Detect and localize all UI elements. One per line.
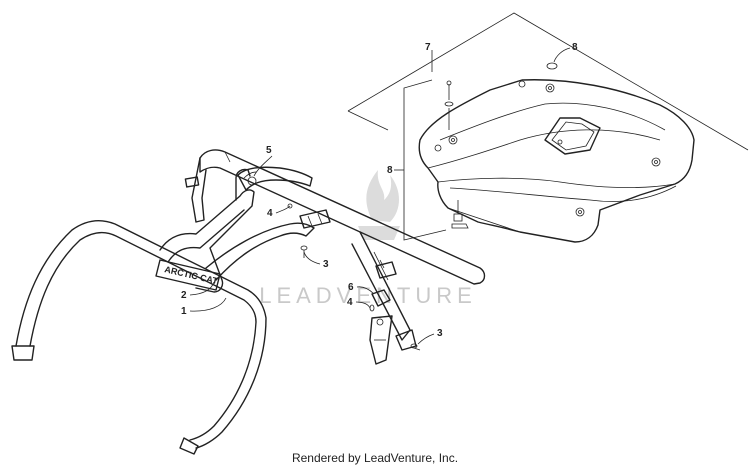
- callout-1: 1: [181, 297, 227, 317]
- watermark-text: LEADVENTURE: [259, 283, 477, 308]
- callout-2: 2: [181, 281, 215, 301]
- svg-text:8: 8: [572, 42, 578, 53]
- svg-text:2: 2: [181, 290, 187, 301]
- callout-bracket-8: [394, 79, 447, 241]
- callout-3-upper: 3: [303, 251, 329, 270]
- svg-text:5: 5: [266, 145, 272, 156]
- svg-text:3: 3: [437, 328, 443, 339]
- svg-text:3: 3: [323, 259, 329, 270]
- callout-8-side: 8: [387, 165, 393, 176]
- callout-8-top: 8: [553, 42, 578, 63]
- svg-text:4: 4: [347, 297, 353, 308]
- roof-hardware-stack: [444, 80, 469, 229]
- callout-3-lower: 3: [417, 328, 443, 345]
- plug-cap: [546, 62, 558, 70]
- callout-5: 5: [253, 145, 273, 177]
- svg-text:1: 1: [181, 306, 187, 317]
- callout-7: 7: [425, 42, 431, 53]
- callout-4-upper: 4: [267, 205, 291, 219]
- callout-6: 6: [348, 282, 375, 295]
- watermark: LEADVENTURE: [259, 170, 477, 308]
- footer-credit: Rendered by LeadVenture, Inc.: [291, 451, 459, 465]
- fasteners: [287, 203, 421, 351]
- svg-text:7: 7: [425, 42, 431, 53]
- callout-4-lower: 4: [347, 297, 371, 309]
- handle-clamp: [369, 289, 393, 365]
- svg-text:6: 6: [348, 282, 354, 293]
- svg-text:8: 8: [387, 165, 393, 176]
- callout-bracket-7: [347, 12, 749, 151]
- svg-text:4: 4: [267, 208, 273, 219]
- roof-panel: [418, 79, 695, 243]
